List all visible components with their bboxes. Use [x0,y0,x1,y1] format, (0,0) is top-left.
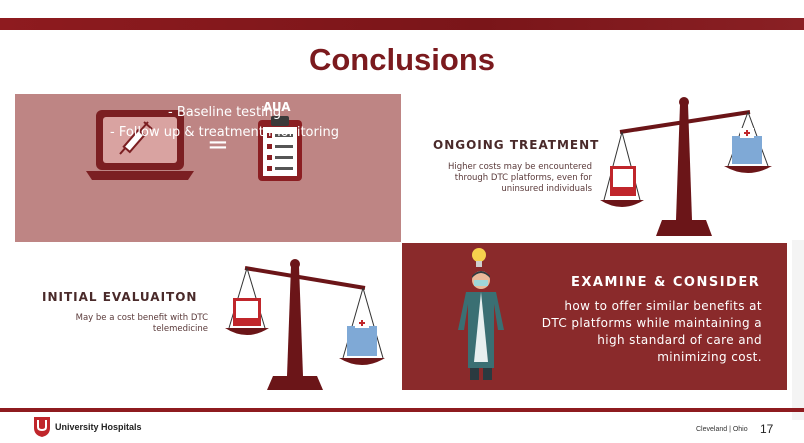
examine-consider-heading: EXAMINE & CONSIDER [571,275,761,290]
examine-consider-description: how to offer similar benefits at DTC pla… [541,299,762,364]
lightbulb-icon [472,248,486,267]
footer-org-name: University Hospitals [55,422,142,432]
footer-city: Cleveland | Ohio [696,426,748,433]
initial-evaluation-heading: INITIAL EVALUAITON [42,290,198,304]
initial-visit-panel [15,94,401,242]
slide-title: Conclusions [308,42,495,77]
laptop-syringe-icon [86,110,194,180]
initial-evaluation-description: May be a cost benefit with DTC telemedic… [75,313,208,334]
balance-scale-icon [600,97,772,236]
ongoing-treatment-description: Higher costs may be encountered through … [447,162,592,194]
top-accent-bar [0,18,804,30]
examine-consider-panel [402,243,787,390]
equals-sign: = [207,130,229,160]
baseline-bullets: - Baseline testing - Follow up & treatme… [110,103,380,143]
aua-label: AUA [263,100,291,114]
bottom-accent-bar [0,408,804,412]
doctor-figure-icon [458,271,504,380]
balance-scale-icon [225,259,385,390]
page-number: 17 [760,422,774,436]
bullet-baseline-testing: - Baseline testing [168,105,282,120]
clipboard-checklist-icon [258,116,302,181]
ongoing-treatment-heading: ONGOING TREATMENT [433,138,600,152]
university-hospitals-logo-icon [34,417,50,437]
bullet-follow-up: - Follow up & treatment monitoring [110,125,339,140]
slide-edge [792,240,804,420]
